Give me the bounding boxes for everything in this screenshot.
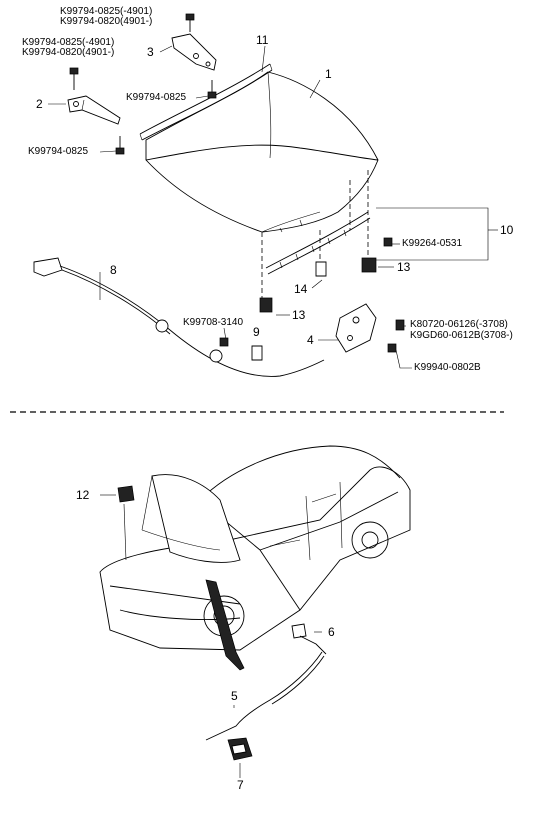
callout-13-right: 13 (397, 260, 411, 274)
hood-bumpers (259, 237, 393, 313)
part-code-latch-bolt-1: K80720-06126(-3708) (410, 319, 508, 330)
vehicle-outline (99, 445, 411, 651)
part-code-bolt-hinge-left-1: K99794-0825(-4901) (22, 37, 115, 48)
part-12-clip (117, 485, 135, 503)
part-code-bolt-hood: K99794-0825 (126, 92, 187, 103)
callout-7: 7 (237, 778, 244, 792)
part-7-handle (227, 737, 253, 761)
callout-5: 5 (231, 689, 238, 703)
callout-8: 8 (110, 263, 117, 277)
release-cable-route (205, 579, 245, 671)
part-code-cable-clip: K99708-3140 (183, 317, 244, 328)
hood-mount-dashes (261, 170, 369, 300)
part-5-rod (205, 651, 325, 741)
hood-release-cable (33, 257, 325, 377)
hood-latch (335, 303, 405, 353)
part-code-screw: K99264-0531 (402, 238, 463, 249)
open-hood (141, 474, 241, 563)
part-code-bolt-hinge-left-2: K99794-0820(4901-) (22, 47, 115, 58)
hood-hinge-right (171, 33, 217, 71)
callout-4: 4 (307, 333, 314, 347)
hood-weatherstrip (139, 63, 273, 141)
callout-6: 6 (328, 625, 335, 639)
callout-13-left: 13 (292, 308, 306, 322)
callout-12: 12 (76, 488, 90, 502)
bottom-leaders (100, 494, 322, 778)
callout-3: 3 (147, 45, 154, 59)
part-code-bolt-hinge-right-1: K99794-0825(-4901) (60, 6, 153, 17)
hood-panel (145, 71, 379, 233)
callout-2: 2 (36, 97, 43, 111)
part-code-latch-nut: K99940-0802B (414, 362, 481, 373)
part-code-bolt-hinge-right-2: K99794-0820(4901-) (60, 16, 153, 27)
hood-hinge-left (67, 95, 121, 125)
part-6-bracket (291, 623, 327, 655)
part-code-latch-bolt-2: K9GD60-0612B(3708-) (410, 330, 513, 341)
hood-reinforcement (265, 211, 371, 275)
callout-11: 11 (256, 33, 269, 47)
part-code-bolt-hinge-lower: K99794-0825 (28, 146, 89, 157)
hinge-bolts (69, 13, 217, 155)
callout-14: 14 (294, 282, 308, 296)
callout-9: 9 (253, 325, 260, 339)
callout-1: 1 (325, 67, 332, 81)
callout-10: 10 (500, 223, 514, 237)
